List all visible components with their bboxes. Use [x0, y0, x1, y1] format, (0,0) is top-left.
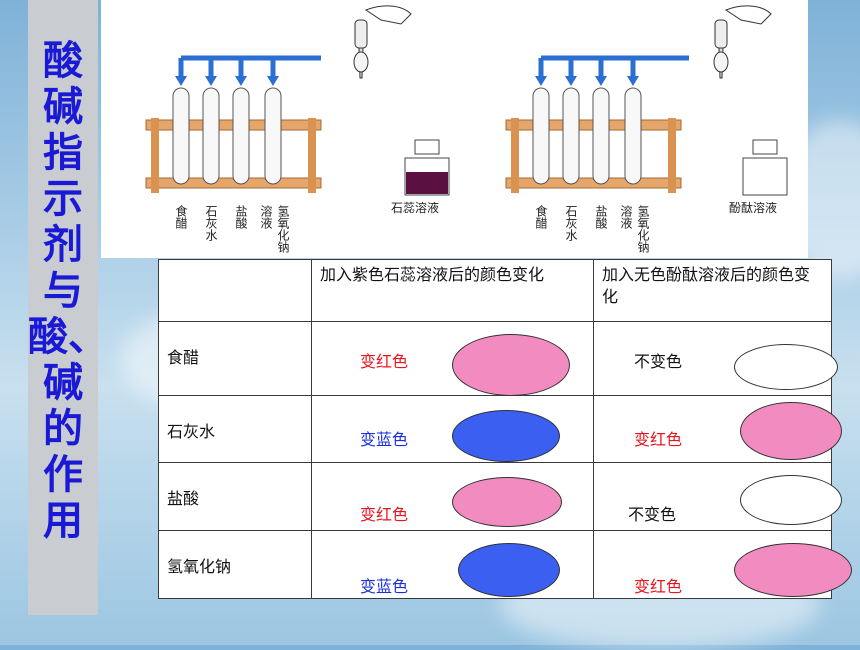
litmus-result-cell: 变蓝色 — [311, 530, 594, 599]
litmus-color-swatch — [452, 409, 560, 462]
left-dropper-hand-icon — [353, 5, 412, 79]
litmus-result-cell: 变红色 — [311, 320, 594, 396]
phenol-result-cell: 变红色 — [593, 394, 842, 464]
table-row: 氢氧化钠变蓝色 变红色 — [158, 530, 852, 599]
phenol-result-text: 不变色 — [634, 351, 683, 371]
litmus-result-text: 变蓝色 — [360, 577, 409, 597]
header-phenolphthalein: 加入无色酚酞溶液后的颜色变化 — [593, 259, 832, 322]
litmus-color-swatch — [458, 543, 560, 598]
phenol-result-cell: 不变色 — [593, 462, 842, 532]
phenol-result-text: 不变色 — [628, 505, 677, 525]
vertical-title: 酸碱指示剂与酸、碱的作用 — [28, 38, 108, 544]
header-litmus: 加入紫色石蕊溶液后的颜色变化 — [311, 259, 594, 322]
right-apparatus — [505, 5, 788, 196]
litmus-color-swatch — [452, 477, 562, 528]
table-row: 食醋 变红色 不变色 — [158, 320, 838, 396]
left-apparatus — [145, 5, 450, 196]
substance-name: 食醋 — [158, 320, 312, 396]
phenol-color-swatch — [734, 543, 852, 598]
tube-label: 氢氧化钠 — [276, 204, 290, 253]
litmus-result-cell: 变蓝色 — [311, 394, 594, 464]
right-tube-labels: 食醋 石灰水 盐酸溶液氢氧化钠 — [534, 204, 650, 253]
litmus-result-cell: 变红色 — [311, 462, 594, 532]
tube-label: 石灰水 — [204, 205, 218, 241]
table-row: 盐酸变红色 不变色 — [158, 462, 842, 532]
substance-name: 石灰水 — [158, 394, 312, 464]
tube-label: 氢氧化钠 — [636, 204, 650, 253]
tube-label: 溶液 — [259, 204, 273, 229]
sidebar: 酸碱指示剂与酸、碱的作用 — [28, 0, 108, 615]
tube-label: 盐酸 — [234, 205, 248, 229]
phenol-color-swatch — [740, 475, 842, 526]
tube-label: 盐酸 — [594, 205, 608, 229]
phenolphthalein-bottle-icon — [742, 139, 788, 196]
experiment-illustration: 食醋石灰水盐酸溶液氢氧化钠 食醋石灰水盐酸溶液氢氧化钠 石蕊溶液 酚酞溶液 — [101, 0, 808, 258]
header-empty — [158, 259, 312, 322]
litmus-result-text: 变红色 — [360, 505, 409, 525]
substance-name: 盐酸 — [158, 462, 312, 532]
litmus-color-swatch — [452, 333, 570, 396]
phenol-result-text: 变红色 — [634, 577, 683, 597]
phenol-result-text: 变红色 — [634, 429, 683, 449]
right-dropper-hand-icon — [713, 5, 772, 79]
left-bottle-label: 石蕊溶液 — [391, 200, 439, 215]
litmus-result-text: 变蓝色 — [360, 429, 409, 449]
right-bottle-label: 酚酞溶液 — [729, 200, 777, 215]
result-table: 加入紫色石蕊溶液后的颜色变化 加入无色酚酞溶液后的颜色变化 食醋变红色不变色石灰… — [158, 259, 852, 599]
left-tube-labels: 食醋 石灰水 盐酸溶液氢氧化钠 — [174, 204, 290, 253]
phenol-result-cell: 变红色 — [593, 530, 852, 599]
tube-label: 石灰水 — [564, 205, 578, 241]
substance-name: 氢氧化钠 — [158, 530, 312, 599]
phenol-result-cell: 不变色 — [593, 320, 838, 396]
tube-label: 食醋 — [174, 204, 188, 229]
litmus-bottle-icon — [404, 139, 450, 196]
table-row: 石灰水变蓝色 变红色 — [158, 394, 842, 464]
left-drop-arrows — [178, 55, 321, 80]
experiment-drawing: 食醋石灰水盐酸溶液氢氧化钠 食醋石灰水盐酸溶液氢氧化钠 石蕊溶液 酚酞溶液 — [145, 5, 788, 253]
phenol-color-swatch — [740, 401, 842, 460]
tube-label: 食醋 — [534, 204, 548, 229]
litmus-result-text: 变红色 — [360, 351, 409, 371]
tube-label: 溶液 — [619, 204, 633, 229]
phenol-color-swatch — [734, 343, 838, 390]
